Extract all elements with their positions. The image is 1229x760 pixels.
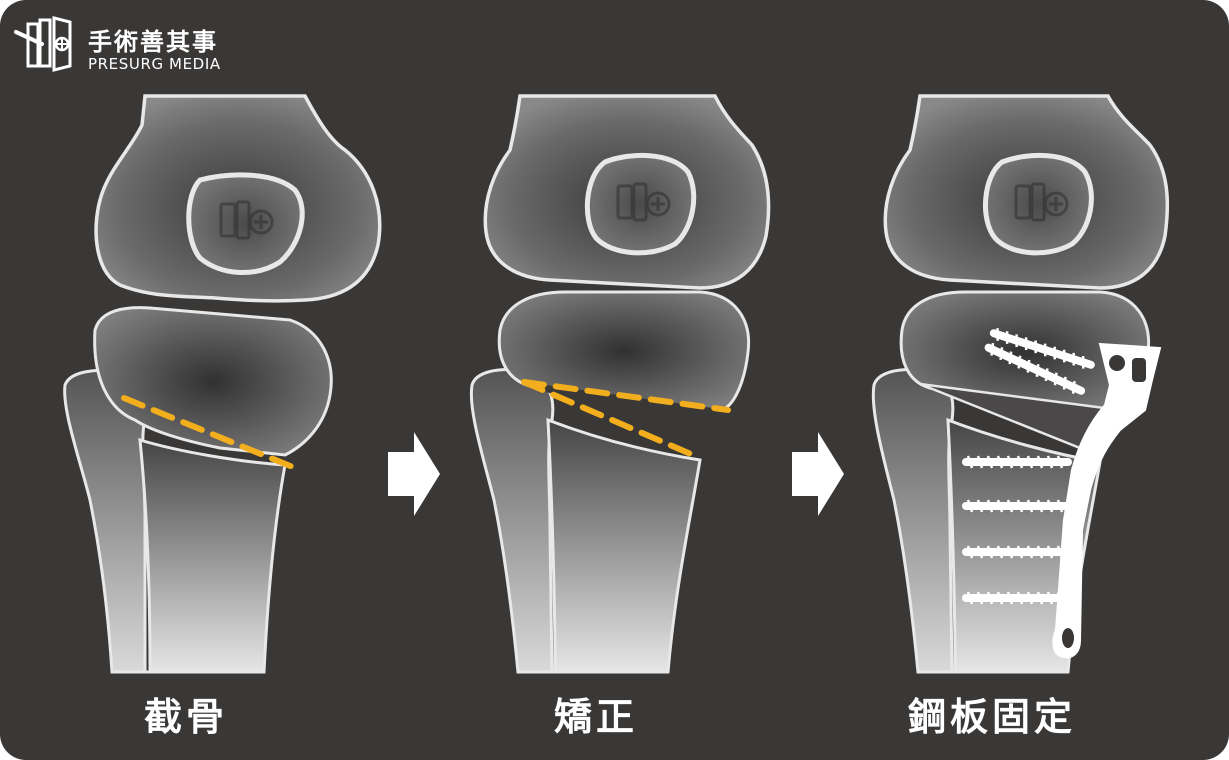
brand-name: 手術善其事: [88, 28, 218, 56]
knee-bone-step-2: [469, 94, 771, 674]
lower-cut-line: [521, 379, 703, 461]
presurg-logo-icon: [14, 16, 72, 72]
knee-bone-step-1: [63, 94, 382, 674]
brand-logo: 手術善其事 PRESURG MEDIA: [12, 10, 252, 76]
step-label-osteotomy: 截骨: [143, 695, 228, 739]
upper-cut-line: [521, 379, 731, 413]
tibia-shaft: [546, 417, 702, 674]
tibia-plateau: [93, 306, 333, 457]
patella: [983, 152, 1094, 256]
patella: [584, 152, 697, 256]
step-label-correction: 矯正: [553, 695, 638, 739]
step-label-plate-fixation: 鋼板固定: [907, 695, 1076, 739]
osteotomy-cut-line: [121, 395, 303, 473]
brand-subtitle: PRESURG MEDIA: [88, 55, 221, 73]
knee-bone-step-3: [871, 94, 1170, 674]
patella: [186, 172, 305, 275]
fibula: [469, 368, 555, 674]
arrow-right-icon: [388, 432, 440, 516]
osteotomy-wedge-gap: [524, 382, 728, 458]
locking-plate: [1052, 342, 1162, 659]
tibia-shaft: [138, 437, 287, 674]
fibula: [871, 368, 955, 674]
arrow-right-icon: [792, 432, 844, 516]
